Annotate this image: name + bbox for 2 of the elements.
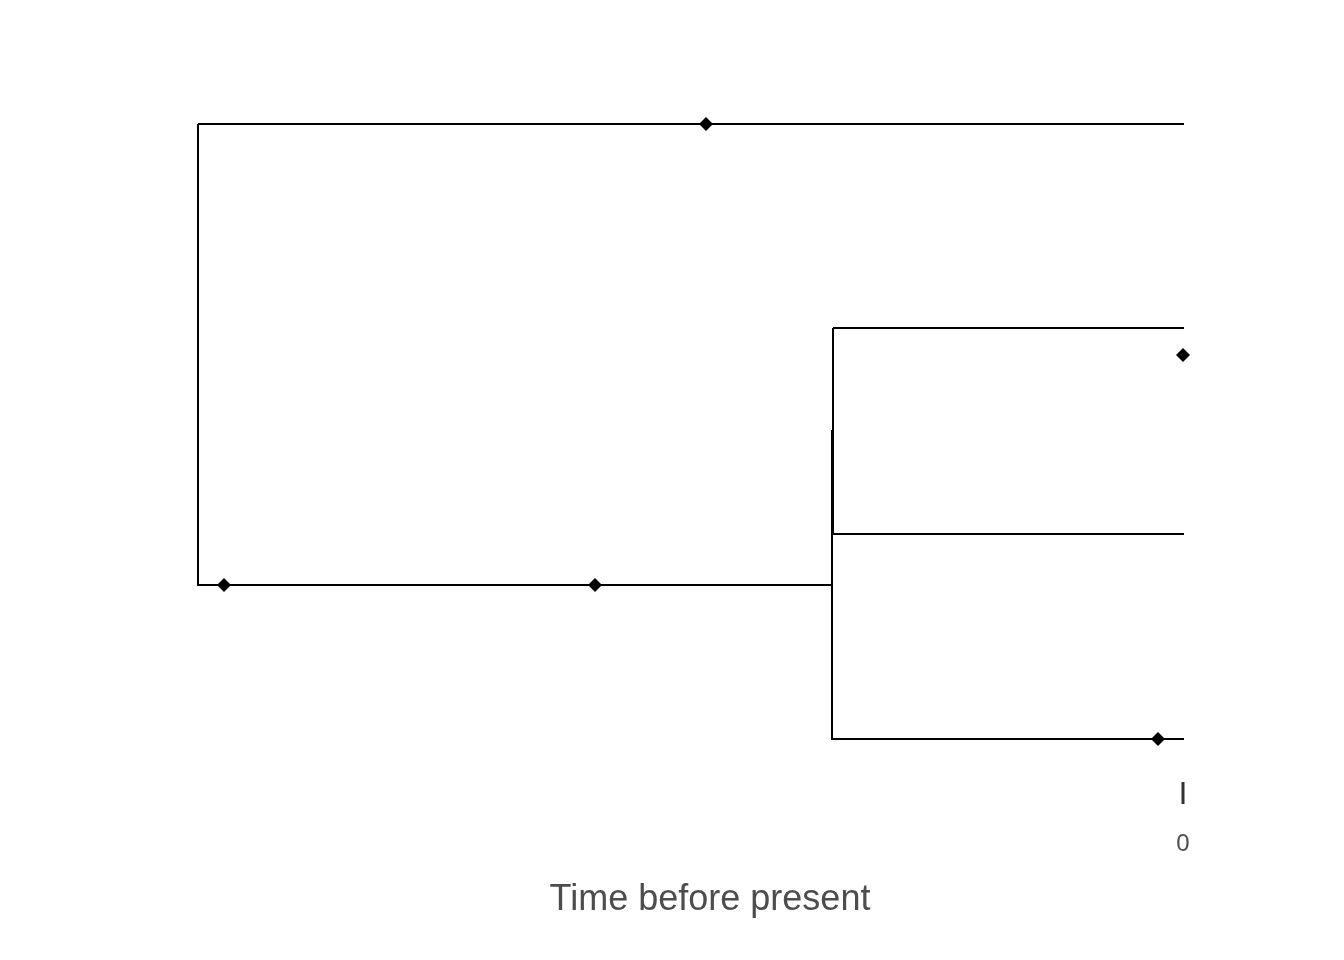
axis-title: Time before present (549, 877, 871, 919)
tick-label: 0 (1176, 829, 1190, 857)
